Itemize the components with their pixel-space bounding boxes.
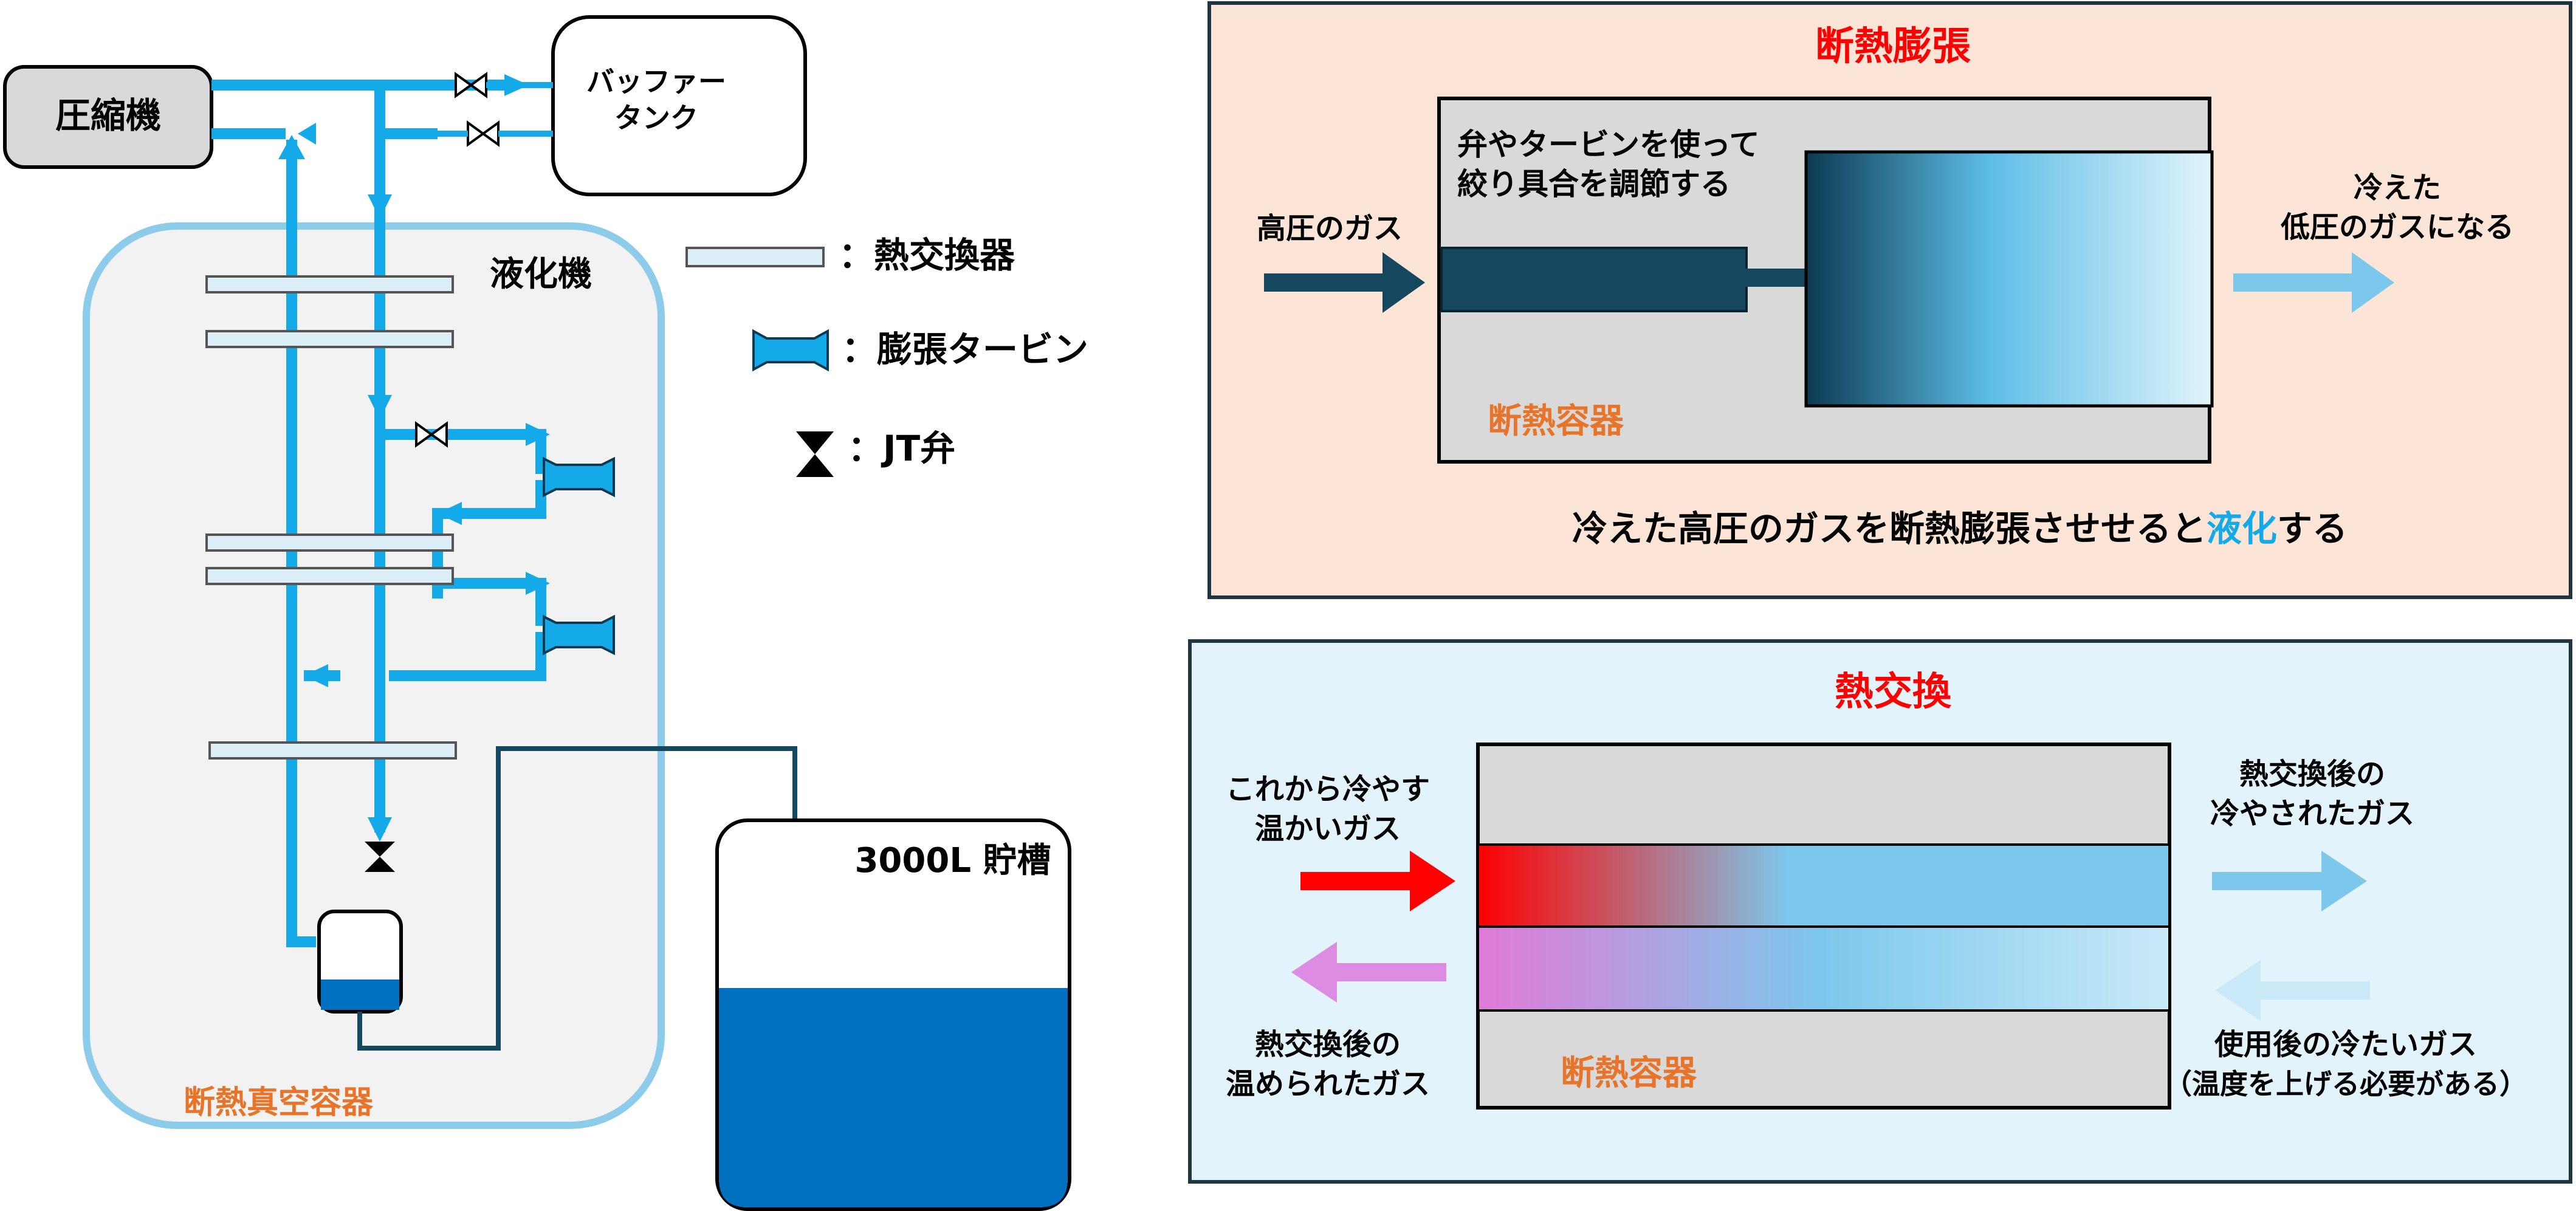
separator-liquid xyxy=(321,979,399,1010)
out-warm-arrow xyxy=(1291,942,1446,1003)
adiabatic-out-arrow xyxy=(2233,252,2394,313)
heat-exchange-title: 熱交換 xyxy=(1835,670,1952,715)
jt-valve-final xyxy=(365,842,395,872)
buffer-tank-label-2: タンク xyxy=(614,101,698,134)
heat-exchange-container-label: 断熱容器 xyxy=(1561,1054,1697,1093)
adiabatic-inner-text-1: 弁やタービンを使って xyxy=(1457,127,1760,162)
compressor-box xyxy=(3,65,213,169)
out-warm-label-2: 温められたガス xyxy=(1226,1067,1430,1101)
adiabatic-in-label: 高圧のガス xyxy=(1257,211,1403,245)
legend-turbine-label: ：膨張タービン xyxy=(842,329,1088,370)
in-warm-arrow xyxy=(1300,851,1455,911)
buffer-tank-label-1: バッファー xyxy=(586,65,726,98)
storage-tank-label: 3000L 貯槽 xyxy=(854,841,1051,880)
heat-exchanger-plates xyxy=(205,275,457,760)
legend-heat-exchanger-label: ：熱交換器 xyxy=(839,235,1015,276)
buffer-branch-pipes xyxy=(438,82,553,137)
legend-jt-valve-label: ：JT弁 xyxy=(848,428,955,469)
pipe-arrows xyxy=(278,74,550,842)
out-cold-label-2: 冷やされたガス xyxy=(2210,797,2414,831)
in-warm-label-2: 温かいガス xyxy=(1255,812,1401,846)
adiabatic-caption-main: 冷えた高圧のガスを断熱膨張させせると xyxy=(1572,508,2207,549)
in-warm-label-1: これから冷やす xyxy=(1226,772,1430,806)
out-warm-label-1: 熱交換後の xyxy=(1255,1027,1401,1062)
adiabatic-caption-end: する xyxy=(2277,508,2348,549)
adiabatic-in-arrow xyxy=(1264,252,1425,313)
adiabatic-out-label-2: 低圧のガスになる xyxy=(2281,210,2514,244)
buffer-valve-upper xyxy=(455,72,487,98)
liquefier-label: 液化機 xyxy=(490,255,592,294)
piston-rod xyxy=(1440,247,1748,312)
legend-jt-valve-icon xyxy=(796,431,834,477)
out-cold-label-1: 熱交換後の xyxy=(2239,757,2385,791)
buffer-tank xyxy=(551,15,807,196)
expansion-turbine-upper xyxy=(543,456,615,498)
vacuum-vessel-label: 断熱真空容器 xyxy=(184,1085,374,1121)
adiabatic-caption: 冷えた高圧のガスを断熱膨張させせると液化する xyxy=(1572,508,2348,549)
out-cold-arrow xyxy=(2212,851,2367,911)
expansion-chamber xyxy=(1804,150,2214,408)
legend-heat-exchanger-icon xyxy=(685,247,825,267)
transfer-line xyxy=(357,746,797,1051)
warm-gas-channel xyxy=(1477,843,2171,928)
storage-liquid xyxy=(719,988,1068,1207)
liquefier-vessel xyxy=(83,222,665,1129)
cold-gas-channel xyxy=(1477,925,2171,1012)
jt-valve-branch xyxy=(415,421,448,448)
piston-shaft xyxy=(1745,269,1807,287)
buffer-valve-lower xyxy=(467,120,500,147)
adiabatic-out-label-1: 冷えた xyxy=(2354,171,2441,205)
in-cold-arrow xyxy=(2215,960,2370,1021)
expansion-turbine-lower xyxy=(543,614,615,656)
compressor-label: 圧縮機 xyxy=(55,95,161,136)
adiabatic-container-label: 断熱容器 xyxy=(1488,402,1624,441)
adiabatic-caption-highlight: 液化 xyxy=(2207,508,2277,549)
legend-turbine-icon xyxy=(752,329,829,372)
adiabatic-inner-text-2: 絞り具合を調節する xyxy=(1457,166,1731,202)
in-cold-label-2: （温度を上げる必要がある） xyxy=(2164,1068,2527,1100)
adiabatic-title: 断熱膨張 xyxy=(1815,24,1971,69)
in-cold-label-1: 使用後の冷たいガス xyxy=(2214,1027,2477,1062)
